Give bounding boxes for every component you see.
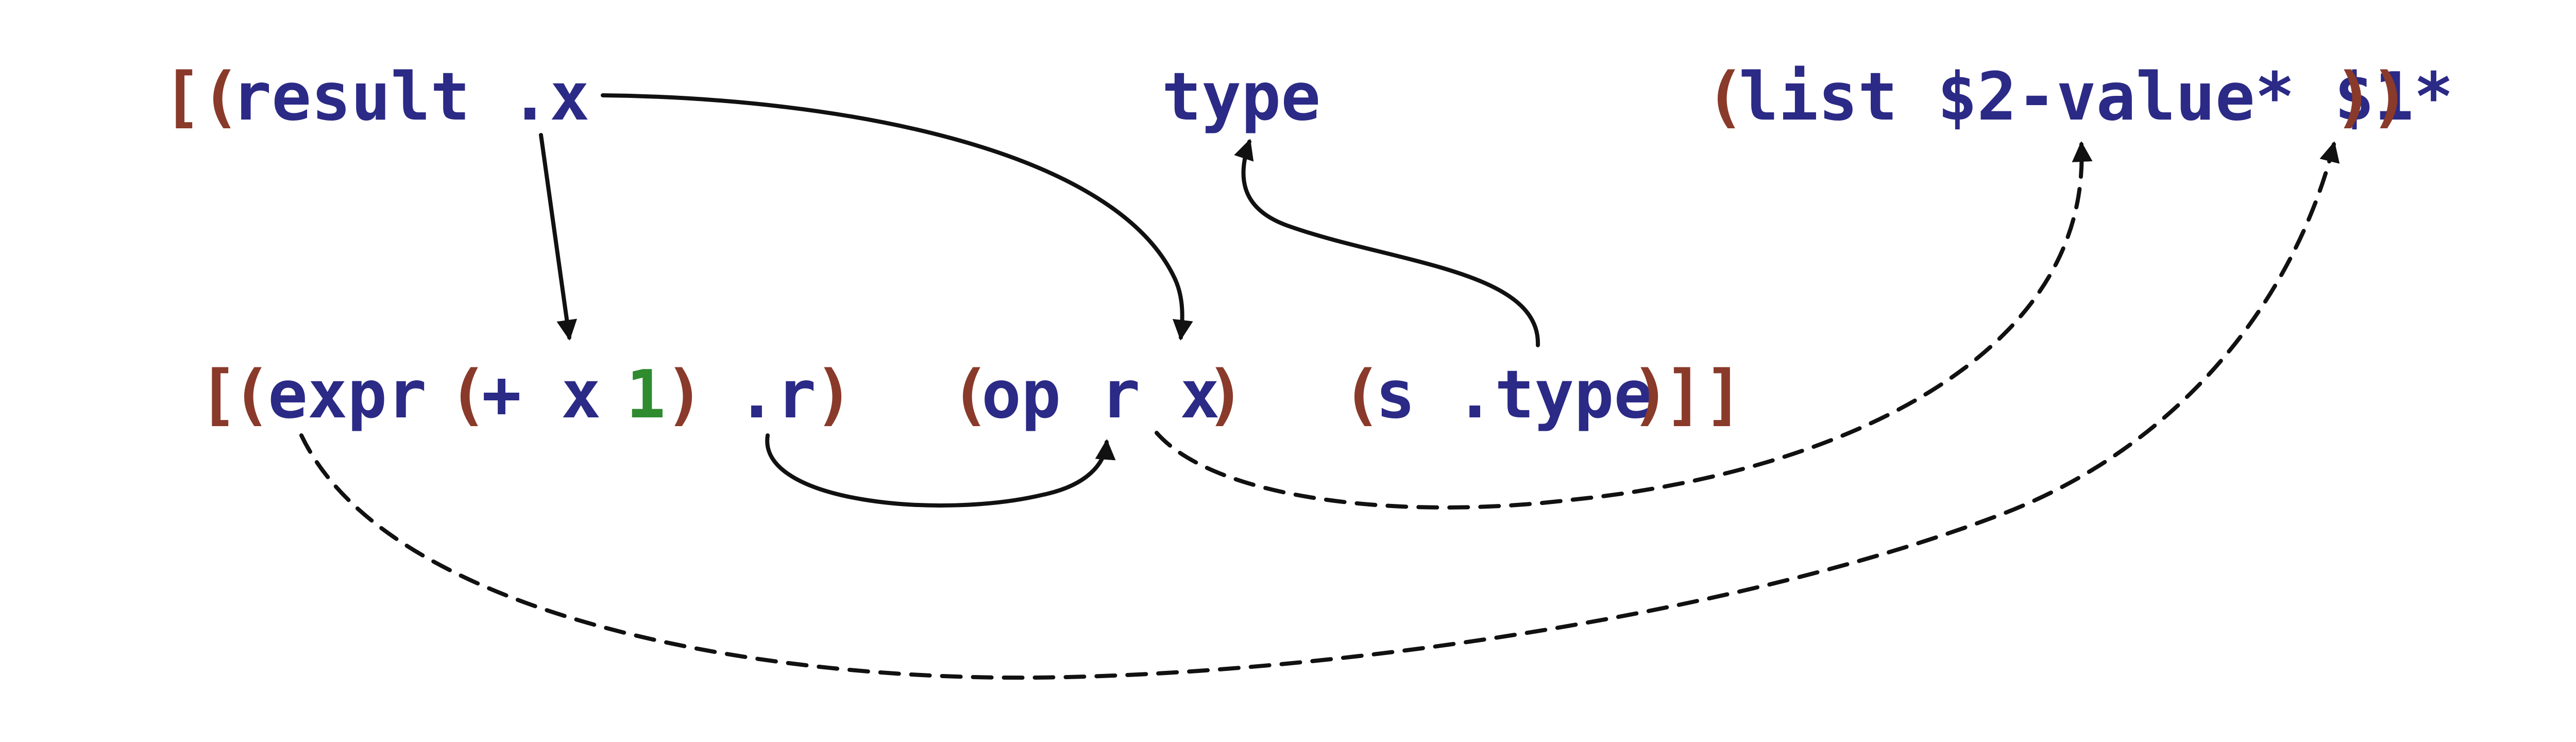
expr-token: expr bbox=[268, 357, 427, 433]
dot-x-token: .x bbox=[510, 59, 589, 136]
arrow-x-to-op-x bbox=[601, 93, 1193, 341]
arrow-type-to-top-type bbox=[1234, 139, 1540, 347]
op-expression: op r x bbox=[981, 357, 1219, 433]
op-close-paren: ) bbox=[1206, 357, 1245, 433]
top-close-paren: ) bbox=[2370, 59, 2410, 136]
dashed-arrow-op-x-to-value bbox=[1155, 141, 2093, 510]
number-one: 1 bbox=[626, 357, 666, 433]
s-close-paren: ) bbox=[1631, 357, 1670, 433]
closing-brackets: ]] bbox=[1664, 357, 1743, 433]
s-open-paren: ( bbox=[1342, 357, 1382, 433]
plus-close-paren: ) bbox=[665, 357, 704, 433]
arrow-x-to-bottom-x bbox=[539, 133, 578, 341]
plus-open-paren: ( bbox=[448, 357, 488, 433]
result-token: result bbox=[232, 59, 470, 136]
expr-close-paren: ) bbox=[814, 357, 854, 433]
op-open-paren: ( bbox=[951, 357, 990, 433]
list-close-paren: ) bbox=[2334, 59, 2374, 136]
top-open-paren: ( bbox=[201, 59, 241, 136]
top-open-bracket: [ bbox=[162, 59, 202, 136]
s-expression: s .type bbox=[1376, 357, 1653, 433]
dot-r-token: .r bbox=[737, 357, 816, 433]
type-token: type bbox=[1162, 59, 1320, 136]
list-expression: list $2-value* $1* bbox=[1739, 59, 2453, 136]
expr-open-paren: ( bbox=[232, 357, 272, 433]
plus-x-tokens: + x bbox=[482, 357, 601, 433]
arrow-r-to-op-r bbox=[765, 433, 1116, 508]
bottom-open-bracket: [ bbox=[198, 357, 238, 433]
dashed-arrow-expr-to-dollar-one bbox=[299, 141, 2340, 680]
list-open-paren: ( bbox=[1705, 59, 1745, 136]
